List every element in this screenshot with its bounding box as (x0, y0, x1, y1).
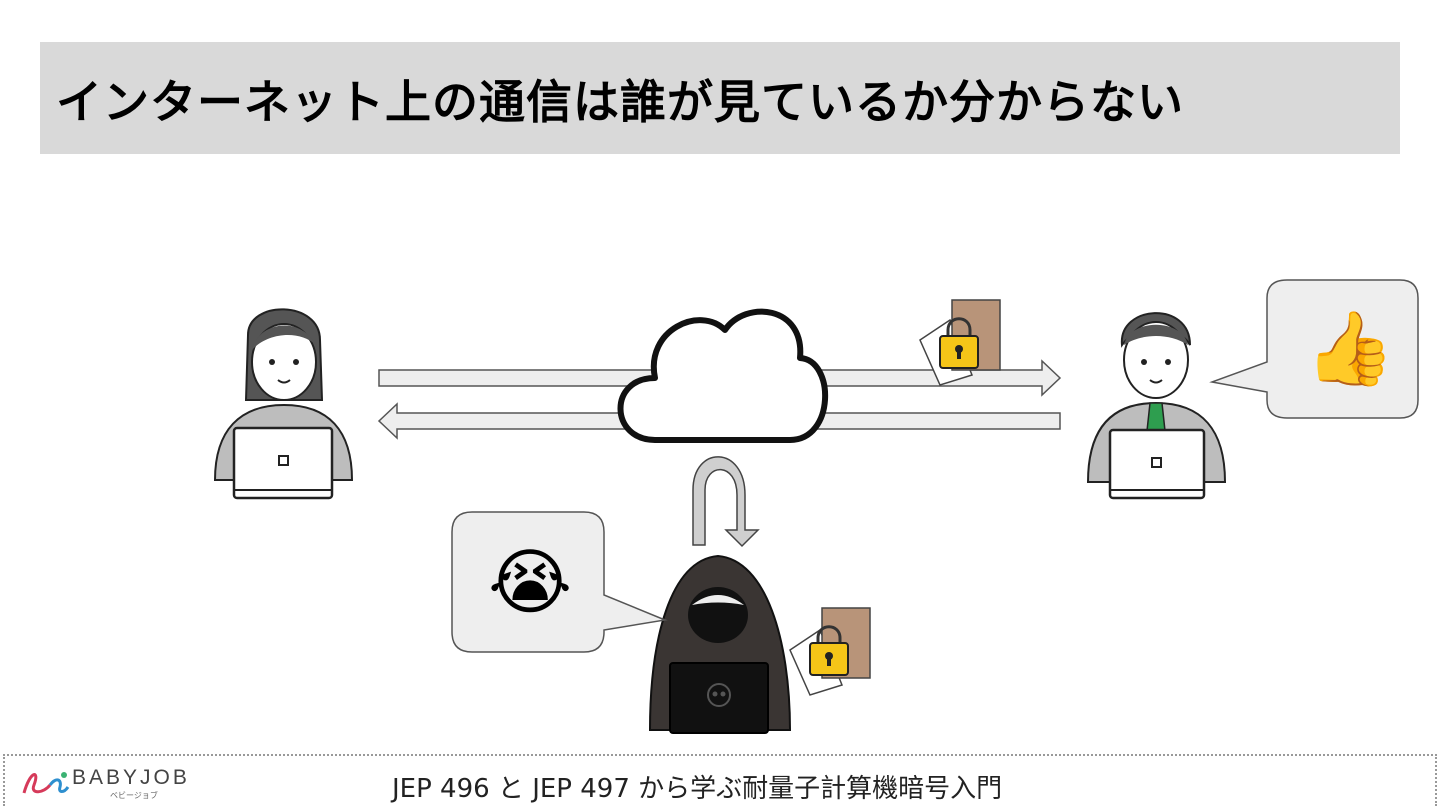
logo-subtext: ベビージョブ (110, 791, 158, 800)
crying-face-icon: 😭 (488, 540, 573, 624)
receiver-speech-bubble (1209, 279, 1419, 419)
thumbs-up-icon: 👍 (1305, 306, 1395, 390)
hacker-icon (648, 554, 792, 734)
course-title: JEP 496 と JEP 497 から学ぶ耐量子計算機暗号入門 (392, 774, 1003, 804)
diagram (213, 279, 1419, 734)
footer (3, 754, 1437, 806)
receiver-man-icon (1086, 312, 1227, 500)
locked-package-icon (919, 299, 1001, 386)
title-bar: インターネット上の通信は誰が見ているか分からない (40, 42, 1400, 154)
babyjob-logo-icon (22, 772, 70, 794)
locked-package-hacker-icon (789, 607, 871, 696)
cloud-icon (617, 308, 829, 443)
sender-woman-icon (213, 308, 354, 500)
slide-title: インターネット上の通信は誰が見ているか分からない (56, 75, 1184, 129)
intercept-arrow-icon (692, 456, 760, 548)
hacker-speech-bubble (451, 511, 668, 653)
logo-text: BABYJOB (72, 766, 190, 789)
